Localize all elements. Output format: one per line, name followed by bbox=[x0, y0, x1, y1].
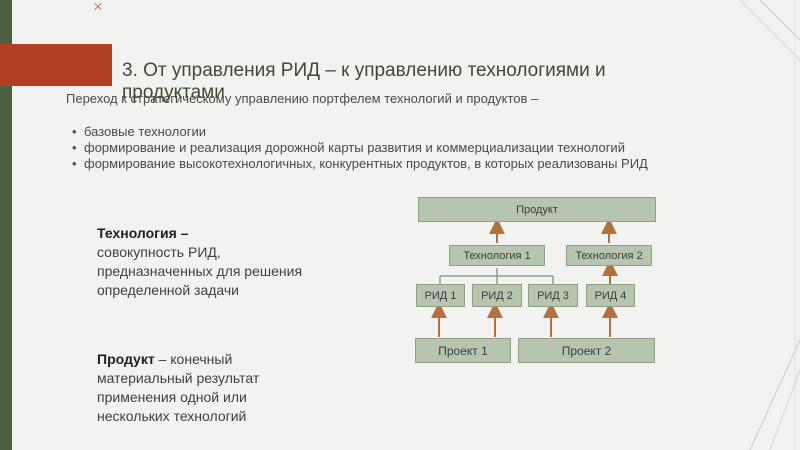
bullet-item: базовые технологии bbox=[72, 124, 662, 140]
bullet-list: базовые технологии формирование и реализ… bbox=[72, 124, 662, 172]
technology-term: Технология – bbox=[97, 225, 189, 241]
technology-2-box: Технология 2 bbox=[566, 245, 652, 266]
product-box: Продукт bbox=[418, 197, 656, 222]
bullet-item: формирование высокотехнологичных, конкур… bbox=[72, 156, 662, 172]
rid-1-box: РИД 1 bbox=[416, 284, 465, 307]
title-accent-bar bbox=[0, 44, 112, 86]
rid-2-box: РИД 2 bbox=[472, 284, 522, 307]
close-icon[interactable]: × bbox=[93, 0, 103, 16]
product-definition: Продукт – конечный материальный результа… bbox=[97, 350, 317, 426]
bullet-item: формирование и реализация дорожной карты… bbox=[72, 140, 662, 156]
project-1-box: Проект 1 bbox=[415, 338, 511, 363]
project-2-box: Проект 2 bbox=[518, 338, 655, 363]
right-decoration bbox=[739, 0, 800, 450]
technology-1-box: Технология 1 bbox=[449, 245, 545, 266]
technology-definition: Технология – совокупность РИД, предназна… bbox=[97, 224, 327, 300]
rid-3-box: РИД 3 bbox=[528, 284, 578, 307]
slide-title: 3. От управления РИД – к управлению техн… bbox=[122, 60, 606, 103]
product-term: Продукт bbox=[97, 351, 155, 367]
product-text: – конечный материальный результат примен… bbox=[97, 351, 260, 424]
intro-text: Переход к стратегическому управлению пор… bbox=[66, 91, 539, 106]
technology-text: совокупность РИД, предназначенных для ре… bbox=[97, 244, 303, 298]
left-stripe bbox=[0, 0, 12, 450]
rid-4-box: РИД 4 bbox=[586, 284, 635, 307]
